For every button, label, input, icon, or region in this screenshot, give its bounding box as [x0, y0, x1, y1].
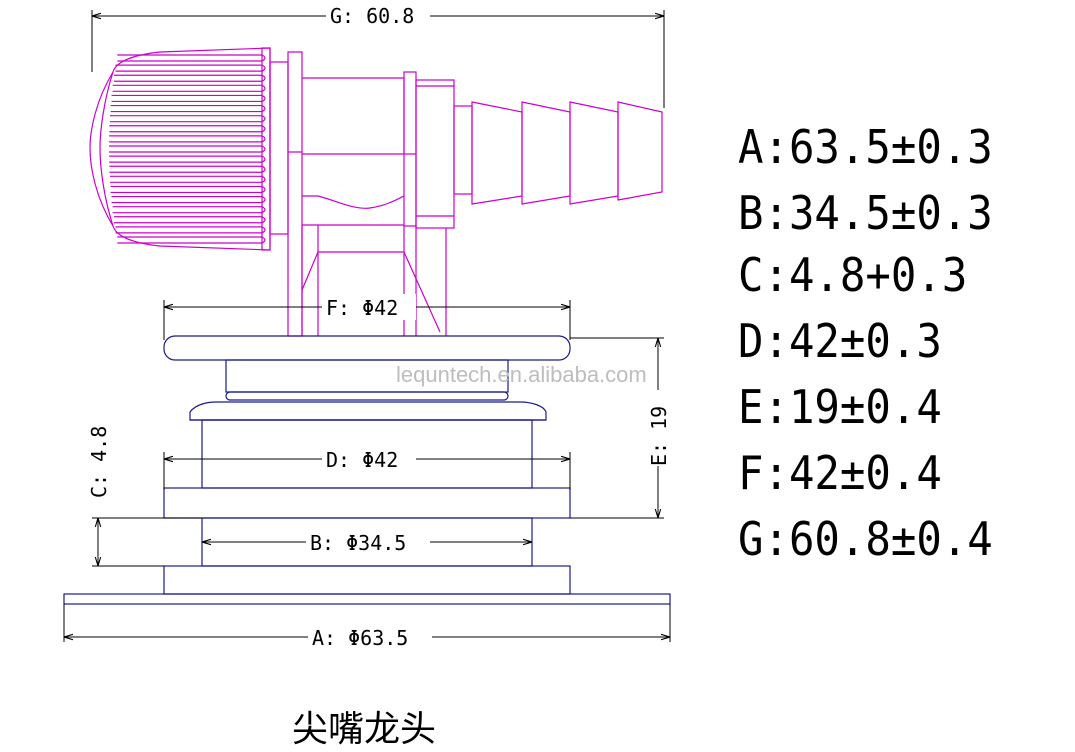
dim-b-label: B: Φ34.5 [310, 531, 406, 555]
dim-a-label: A: Φ63.5 [312, 626, 408, 650]
dim-f-label: F: Φ42 [326, 296, 398, 320]
knob-ridge-end [261, 236, 266, 244]
spec-f: F:42±0.4 [738, 446, 942, 500]
knob-ridge [109, 155, 262, 163]
knob-ridge-end [261, 216, 266, 224]
knob-ridge-end [261, 84, 266, 92]
spout-barb-1 [471, 101, 523, 205]
knob-ridge [112, 84, 262, 92]
knob-ridge-end [261, 125, 266, 133]
faucet-second-flange [403, 71, 417, 227]
knob-ridge [109, 175, 262, 183]
base-dome [189, 401, 547, 421]
faucet-knob-outline [89, 47, 271, 251]
spec-d: D:42±0.3 [738, 314, 942, 368]
knob-ridge [115, 64, 262, 72]
knob-ridge [110, 104, 262, 113]
faucet-knob-ridges [109, 54, 266, 244]
faucet-barrel [302, 77, 405, 155]
spout-barb-3 [569, 101, 619, 205]
knob-ridge-end [261, 54, 266, 62]
spec-g: G:60.8±0.4 [738, 512, 993, 566]
knob-ridge-end [261, 74, 266, 82]
knob-ridge [111, 94, 262, 103]
base-d-plate [163, 487, 571, 519]
knob-ridge [109, 165, 262, 173]
knob-ridge-end [261, 165, 266, 173]
dimension-labels: G: 60.8 F: Φ42 D: Φ42 B: Φ34.5 A: Φ63.5 … [87, 2, 672, 650]
knob-ridge [109, 125, 262, 133]
knob-ridge [112, 206, 262, 214]
spec-e: E:19±0.4 [738, 380, 942, 434]
knob-ridge [109, 135, 262, 143]
faucet-flange [287, 51, 303, 337]
knob-ridge-end [261, 94, 266, 102]
spec-a: A:63.5±0.3 [738, 120, 993, 174]
knob-ridge [114, 216, 262, 224]
spec-b: B:34.5±0.3 [738, 186, 993, 240]
spec-c: C:4.8+0.3 [738, 248, 968, 302]
caption-title: 尖嘴龙头 [292, 709, 437, 750]
knob-ridge-end [261, 64, 266, 72]
knob-ridge [109, 145, 262, 153]
knob-ridge [111, 195, 262, 204]
base-top-plate [163, 335, 571, 361]
knob-ridge-end [261, 115, 266, 123]
dim-e-label: E: 19 [647, 406, 671, 466]
base-lower-plate [163, 565, 571, 595]
knob-ridge-end [261, 105, 266, 113]
knob-ridge-end [261, 185, 266, 193]
dim-d-label: D: Φ42 [326, 448, 398, 472]
knob-ridge [110, 185, 262, 194]
knob-ridge-end [261, 206, 266, 214]
knob-ridge [115, 226, 262, 234]
knob-ridge-end [261, 226, 266, 234]
faucet-knob-cap [99, 71, 114, 227]
faucet-body [89, 47, 663, 337]
knob-ridge-end [261, 196, 266, 204]
knob-ridge [114, 74, 262, 82]
knob-ridge [117, 236, 262, 244]
watermark: lequntech.en.alibaba.com [396, 362, 647, 387]
knob-ridge-end [261, 175, 266, 183]
spout-barb-4 [617, 101, 663, 201]
knob-ridge [109, 115, 262, 123]
knob-ridge-end [261, 145, 266, 153]
knob-ridge-end [261, 155, 266, 163]
dim-g-label: G: 60.8 [330, 4, 414, 28]
spout-barb-2 [521, 101, 571, 205]
knob-ridge [117, 54, 262, 62]
dim-c-label: C: 4.8 [87, 426, 111, 498]
knob-ridge-end [261, 135, 266, 143]
base-a-plate [63, 593, 671, 605]
